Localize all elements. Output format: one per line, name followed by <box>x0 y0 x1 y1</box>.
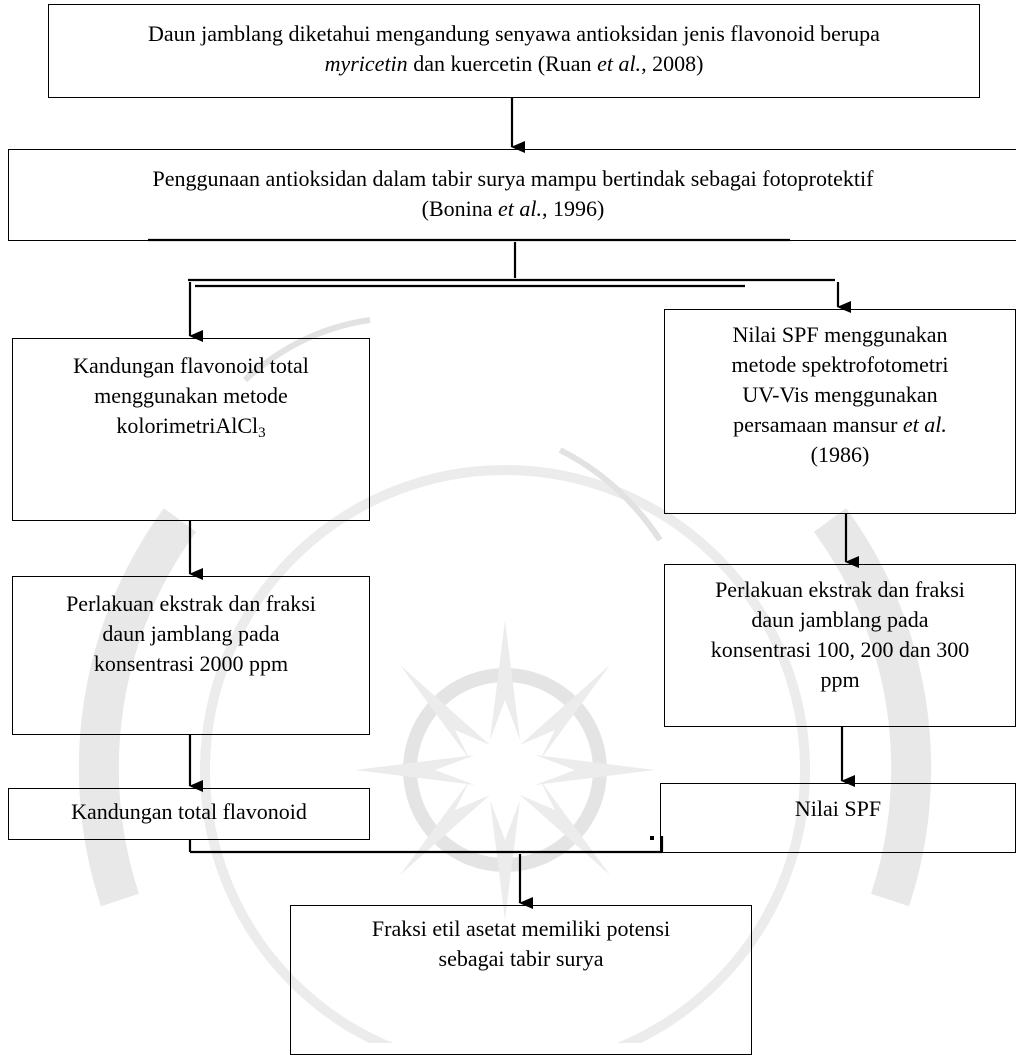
box-left-1-line2: menggunakan metode <box>94 383 288 408</box>
box-left-2-line1: Perlakuan ekstrak dan fraksi <box>66 591 316 616</box>
box-right-1-line5: (1986) <box>810 442 870 467</box>
box-right-2-line3: konsentrasi 100, 200 dan 300 <box>710 637 970 662</box>
box-left-treatment-2000ppm: Perlakuan ekstrak dan fraksi daun jambla… <box>12 576 370 735</box>
box-left-total-flavonoid-method: Kandungan flavonoid total menggunakan me… <box>12 338 370 521</box>
box-left-1-line1: Kandungan flavonoid total <box>73 353 309 378</box>
box-right-2-line2: daun jamblang pada <box>751 607 929 632</box>
box-right-3-line1: Nilai SPF <box>794 796 882 821</box>
box-top-flavonoid-intro: Daun jamblang diketahui mengandung senya… <box>48 4 980 98</box>
box-second-line1: Penggunaan antioksidan dalam tabir surya… <box>152 166 874 191</box>
box-second-antioxidant-photoprotective: Penggunaan antioksidan dalam tabir surya… <box>8 149 1016 241</box>
box-right-2-line1: Perlakuan ekstrak dan fraksi <box>715 577 965 602</box>
box-left-2-line2: daun jamblang pada <box>102 621 280 646</box>
box-right-1-line4: persamaan mansur et al. <box>733 412 947 437</box>
box-bottom-conclusion: Fraksi etil asetat memiliki potensi seba… <box>290 905 752 1055</box>
box-right-1-line2: metode spektrofotometri <box>731 352 949 377</box>
box-bottom-line2: sebagai tabir surya <box>438 946 604 971</box>
box-right-1-line3: UV-Vis menggunakan <box>742 382 938 407</box>
box-left-1-line3: kolorimetriAlCl3 <box>116 413 266 441</box>
box-top-line2: myricetin dan kuercetin (Ruan et al., 20… <box>324 51 704 76</box>
box-right-treatment-100-300ppm: Perlakuan ekstrak dan fraksi daun jambla… <box>664 564 1016 727</box>
box-right-spf-method: Nilai SPF menggunakan metode spektrofoto… <box>664 309 1016 514</box>
box-left-2-line3: konsentrasi 2000 ppm <box>93 651 289 676</box>
box-left-3-line1: Kandungan total flavonoid <box>71 799 307 824</box>
box-right-spf-result: Nilai SPF <box>660 783 1016 853</box>
box-top-line1: Daun jamblang diketahui mengandung senya… <box>148 21 880 46</box>
box-left-total-flavonoid-result: Kandungan total flavonoid <box>8 788 370 840</box>
box-right-1-line1: Nilai SPF menggunakan <box>732 322 948 347</box>
box-bottom-line1: Fraksi etil asetat memiliki potensi <box>371 916 671 941</box>
box-right-2-line4: ppm <box>820 667 860 692</box>
box-second-line2: (Bonina et al., 1996) <box>421 196 605 221</box>
